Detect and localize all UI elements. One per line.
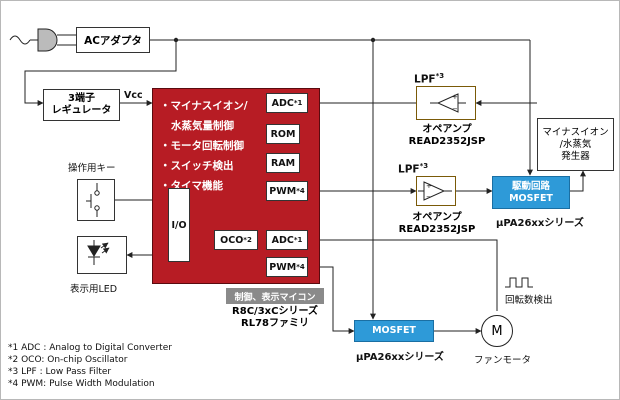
- adc-top-mark: *1: [293, 99, 303, 107]
- adc-bottom-label: ADC: [271, 234, 294, 246]
- opamp-icon-mid: + −: [418, 181, 452, 201]
- lpf-mid-caption-line1: オペアンプ: [412, 212, 462, 223]
- lpf-top-block: [416, 86, 476, 120]
- lpf-mid-mark: *3: [419, 162, 429, 170]
- drive-circuit-line1: 駆動回路: [511, 180, 550, 192]
- fan-motor-letter: M: [491, 323, 503, 339]
- pwm-bottom-register: PWM*4: [266, 257, 308, 277]
- mcu-banner: 制御、表示マイコン: [226, 288, 324, 304]
- lpf-top-mark: *3: [435, 72, 445, 80]
- lpf-mid-name: LPF: [398, 163, 420, 176]
- svg-text:+: +: [452, 93, 458, 101]
- fan-motor-symbol: M: [481, 315, 513, 347]
- adc-bottom-register: ADC*1: [266, 230, 308, 250]
- rom-label: ROM: [270, 128, 296, 140]
- led-icon: [87, 240, 110, 265]
- lpf-top-caption: オペアンプ READ2352JSP: [402, 124, 492, 148]
- rom-register: ROM: [266, 124, 300, 144]
- ac-adapter-label: ACアダプタ: [84, 34, 142, 47]
- svg-text:+: +: [426, 182, 432, 190]
- mcu-banner-label: 制御、表示マイコン: [234, 292, 316, 303]
- pwm-top-register: PWM*4: [266, 181, 308, 201]
- mcu-feature-motor: ・モータ回転制御: [160, 140, 244, 152]
- mosfet-bottom-block: MOSFET: [354, 320, 434, 342]
- footnote-oco: *2 OCO: On-chip Oscillator: [8, 355, 128, 365]
- mcu-series-line2: RL78ファミリ: [241, 318, 309, 329]
- svg-text:−: −: [452, 105, 458, 113]
- pwm-top-mark: *4: [296, 187, 305, 195]
- drive-circuit-line2: MOSFET: [509, 192, 553, 204]
- adc-top-register: ADC*1: [266, 93, 308, 113]
- ac-adapter-block: ACアダプタ: [76, 27, 150, 53]
- mcu-feature-ion: ・マイナスイオン/: [160, 100, 248, 112]
- ram-register: RAM: [266, 153, 300, 173]
- io-register: I/O: [168, 188, 190, 262]
- lpf-mid-block: [416, 176, 456, 206]
- mcu-feature-list: ・マイナスイオン/ 水蒸気量制御 ・モータ回転制御 ・スイッチ検出 ・タイマ機能: [160, 96, 268, 196]
- ion-generator-line1: マイナスイオン: [542, 126, 609, 138]
- oco-mark: *2: [243, 236, 252, 244]
- footnotes: *1 ADC : Analog to Digital Converter *2 …: [8, 342, 172, 390]
- led-label: 表示用LED: [70, 284, 118, 295]
- footnote-pwm: *4 PWM: Pulse Width Modulation: [8, 379, 155, 389]
- ac-source-icon: [9, 35, 31, 45]
- lpf-top-caption-line2: READ2352JSP: [408, 136, 486, 147]
- drive-circuit-block: 駆動回路 MOSFET: [492, 176, 570, 209]
- ram-label: RAM: [270, 157, 296, 169]
- lpf-top-title: LPF*3: [414, 72, 444, 86]
- lpf-top-caption-line1: オペアンプ: [422, 124, 472, 135]
- mosfet-bottom-label: MOSFET: [372, 325, 416, 336]
- drive-circuit-caption: μPA26xxシリーズ: [496, 218, 584, 229]
- oco-label: OCO: [220, 234, 244, 246]
- pwm-bottom-label: PWM: [269, 261, 297, 273]
- ion-generator-line2: /水蒸気: [559, 138, 592, 150]
- fan-motor-caption: ファンモータ: [474, 355, 532, 366]
- footnote-lpf: *3 LPF : Low Pass Filter: [8, 367, 112, 377]
- mcu-series: R8C/3xCシリーズ RL78ファミリ: [214, 306, 336, 330]
- led-block: [77, 236, 127, 274]
- footnote-adc: *1 ADC : Analog to Digital Converter: [8, 343, 172, 353]
- key-switch-icon: [86, 183, 100, 217]
- ion-generator-block: マイナスイオン /水蒸気 発生器: [537, 118, 614, 171]
- lpf-mid-title: LPF*3: [398, 162, 428, 176]
- io-label: I/O: [171, 219, 187, 231]
- lpf-top-name: LPF: [414, 73, 436, 86]
- mosfet-bottom-caption: μPA26xxシリーズ: [356, 352, 444, 363]
- wire-drive-ion: [570, 170, 586, 192]
- regulator-block: 3端子 レギュレータ: [43, 89, 120, 121]
- lpf-mid-caption-line2: READ2352JSP: [398, 224, 476, 235]
- pwm-top-label: PWM: [269, 185, 297, 197]
- adc-top-label: ADC: [271, 97, 294, 109]
- adc-bottom-mark: *1: [293, 236, 303, 244]
- wire-rotation-adc: [307, 237, 498, 311]
- mcu-feature-switch: ・スイッチ検出: [160, 160, 234, 172]
- lpf-mid-caption: オペアンプ READ2352JSP: [392, 212, 482, 236]
- mcu-series-line1: R8C/3xCシリーズ: [232, 306, 318, 317]
- oco-register: OCO*2: [214, 230, 258, 250]
- opamp-icon-top: + −: [430, 93, 466, 113]
- key-label: 操作用キー: [68, 163, 116, 174]
- ac-plug-icon: [37, 28, 58, 52]
- key-block: [77, 179, 115, 221]
- mcu-feature-steam: 水蒸気量制御: [171, 120, 234, 132]
- pulse-wave-icon: [505, 277, 533, 288]
- rotation-detect-label: 回転数検出: [505, 295, 553, 306]
- pwm-bottom-mark: *4: [296, 263, 305, 271]
- wire-bus-regulator: [24, 40, 177, 106]
- regulator-label-line2: レギュレータ: [51, 105, 112, 116]
- ion-generator-line3: 発生器: [561, 150, 590, 162]
- wire-pwm-mosfet: [308, 266, 355, 334]
- vcc-label: Vcc: [124, 90, 143, 101]
- svg-text:−: −: [426, 193, 432, 201]
- regulator-label-line1: 3端子: [68, 93, 95, 104]
